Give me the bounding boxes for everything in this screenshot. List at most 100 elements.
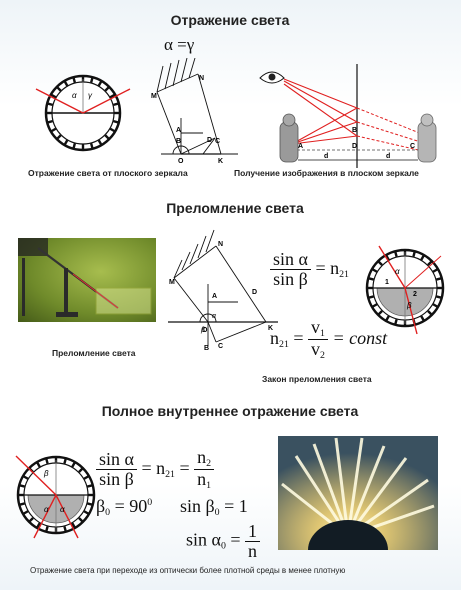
protractor-tick xyxy=(63,458,67,464)
speed-v2: v2 xyxy=(311,339,325,362)
tir-circle-alpha-2: α xyxy=(60,505,65,514)
refraction-title: Преломление света xyxy=(166,200,304,216)
refr-angle-beta: β xyxy=(200,327,205,334)
protractor-tick xyxy=(63,526,67,532)
protractor-tick xyxy=(371,303,378,308)
refr-point-A: A xyxy=(212,293,217,300)
point-D-mirror: D xyxy=(352,143,357,150)
point-C-image: C xyxy=(410,143,415,150)
refr-point-D: D xyxy=(252,289,257,296)
n21-symbol: n21 xyxy=(270,327,289,350)
snell-n21: = n21 xyxy=(315,257,349,280)
refr-point-K: K xyxy=(268,325,273,332)
protractor-tick xyxy=(377,260,383,266)
refr-circle-alpha: α xyxy=(395,267,400,276)
protractor-tick xyxy=(63,80,69,87)
refraction-circle-diagram: α β 1 2 xyxy=(365,245,445,335)
protractor-tick xyxy=(56,86,62,92)
protractor-tick xyxy=(50,93,57,99)
tir-caption: Отражение света при переходе из оптическ… xyxy=(30,566,346,575)
tir-n2: n2 xyxy=(194,448,215,471)
protractor-tick xyxy=(394,251,398,257)
point-A: A xyxy=(176,127,181,134)
protractor-tick xyxy=(113,102,119,107)
mirror-image-caption: Получение изображения в плоском зеркале xyxy=(234,168,419,178)
protractor-tick xyxy=(432,268,439,273)
tir-photo xyxy=(278,436,438,550)
refr-circle-beta: β xyxy=(406,301,412,310)
plane-mirror-construction: M N A B O D K C xyxy=(151,58,238,165)
medium-2-label: 2 xyxy=(413,291,417,298)
protractor-tick xyxy=(436,277,442,281)
protractor-tick xyxy=(104,134,110,140)
tir-circle-diagram: β α α xyxy=(15,455,96,539)
medium-1-label: 1 xyxy=(385,279,389,286)
protractor-tick xyxy=(109,127,116,133)
protractor-tick xyxy=(22,510,29,515)
tir-sin-beta: sin β xyxy=(99,469,134,490)
protractor-tick xyxy=(87,502,93,506)
statue-image xyxy=(417,113,437,163)
protractor-tick xyxy=(368,295,374,299)
refraction-construction: M N A D O B C K α β xyxy=(168,229,278,352)
point-D: D xyxy=(207,137,212,144)
mirror-reflection-caption: Отражение света от плоского зеркала xyxy=(28,168,188,178)
protractor-tick xyxy=(56,134,62,140)
protractor-tick xyxy=(87,484,93,488)
protractor-tick xyxy=(432,303,439,308)
reflection-title: Отражение света xyxy=(170,12,290,28)
protractor-tick xyxy=(45,458,49,464)
point-B-mirror: B xyxy=(352,127,357,134)
protractor-tick xyxy=(19,502,25,506)
protractor-tick xyxy=(427,310,433,316)
refr-angle-alpha: α xyxy=(212,313,217,320)
reflection-equality: α =γ xyxy=(164,35,195,54)
tir-n: n xyxy=(248,540,258,561)
incident-ray xyxy=(35,88,84,114)
tir-ray-down-right xyxy=(55,494,79,539)
refr-point-O: O xyxy=(202,327,208,334)
protractor-tick xyxy=(104,86,110,92)
protractor-tick xyxy=(83,510,90,515)
refraction-photo xyxy=(18,238,156,322)
protractor-tick xyxy=(371,268,378,273)
refr-point-B: B xyxy=(204,345,209,352)
protractor-tick xyxy=(97,80,103,87)
point-K: K xyxy=(218,158,223,165)
tir-n21: = n21 xyxy=(141,457,175,480)
distance-d-2: d xyxy=(386,153,390,160)
protractor-tick xyxy=(89,143,94,149)
refraction-photo-caption: Преломление света xyxy=(52,348,136,358)
refr-point-M: M xyxy=(169,279,175,286)
protractor-tick xyxy=(83,475,90,480)
protractor-tick xyxy=(71,522,76,529)
angle-alpha: α xyxy=(72,91,77,100)
protractor-tick xyxy=(50,127,57,133)
tir-formula-sin-beta0: sin β0 = 1 xyxy=(180,496,248,518)
eye-icon xyxy=(259,71,285,84)
protractor-tick xyxy=(412,251,416,257)
protractor-tick xyxy=(113,119,119,124)
protractor-tick xyxy=(36,461,41,468)
refr-point-N: N xyxy=(218,241,223,248)
protractor-tick xyxy=(109,93,116,99)
protractor-tick xyxy=(63,139,69,146)
tir-one: 1 xyxy=(245,522,261,542)
point-B: B xyxy=(176,138,181,145)
point-O: O xyxy=(178,158,184,165)
point-M: M xyxy=(151,93,157,100)
protractor-tick xyxy=(72,77,77,83)
snell-sin-alpha: sin α xyxy=(270,250,311,270)
tir-ray-left xyxy=(15,455,57,496)
tir-title: Полное внутреннее отражение света xyxy=(101,403,359,419)
protractor-tick xyxy=(47,119,53,124)
refr-refracted-ray xyxy=(404,287,418,335)
protractor-tick xyxy=(28,517,34,523)
protractor-tick xyxy=(89,77,94,83)
mirror-image-diagram: A B D C d d xyxy=(259,64,437,168)
protractor-tick xyxy=(22,475,29,480)
protractor-tick xyxy=(368,277,374,281)
